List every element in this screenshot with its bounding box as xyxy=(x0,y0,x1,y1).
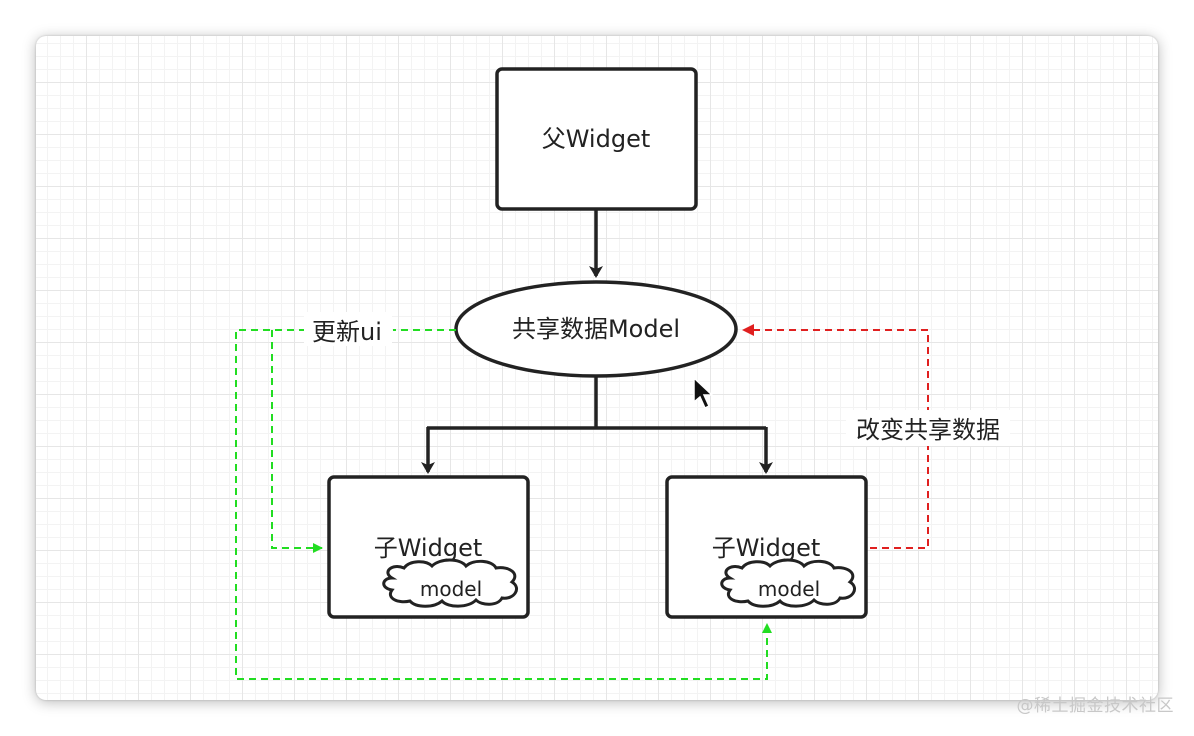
shared-model-label: 共享数据Model xyxy=(512,315,680,343)
model-cloud-right: model xyxy=(720,558,856,608)
update-ui-label: 更新ui xyxy=(312,318,382,346)
child-widget-right-label: 子Widget xyxy=(712,534,821,562)
child-widget-right-node: 子Widget model xyxy=(665,475,868,619)
edge-change-shared-data xyxy=(742,324,929,549)
child-widget-left-node: 子Widget model xyxy=(327,475,530,619)
change-data-label-bg xyxy=(846,410,1010,446)
child-widget-left-label: 子Widget xyxy=(374,534,483,562)
shared-model-node: 共享数据Model xyxy=(454,280,738,378)
model-tag-left: model xyxy=(420,577,482,601)
mouse-pointer-icon xyxy=(693,376,714,410)
parent-widget-node: 父Widget xyxy=(495,67,698,211)
watermark: @稀土掘金技术社区 xyxy=(1016,696,1174,716)
change-data-label: 改变共享数据 xyxy=(856,416,1000,444)
model-tag-right: model xyxy=(758,577,820,601)
parent-widget-label: 父Widget xyxy=(542,125,651,153)
model-cloud-left: model xyxy=(382,558,518,608)
edge-model-to-children xyxy=(421,376,773,474)
update-ui-label-bg xyxy=(304,312,392,346)
edge-update-ui xyxy=(235,329,772,680)
